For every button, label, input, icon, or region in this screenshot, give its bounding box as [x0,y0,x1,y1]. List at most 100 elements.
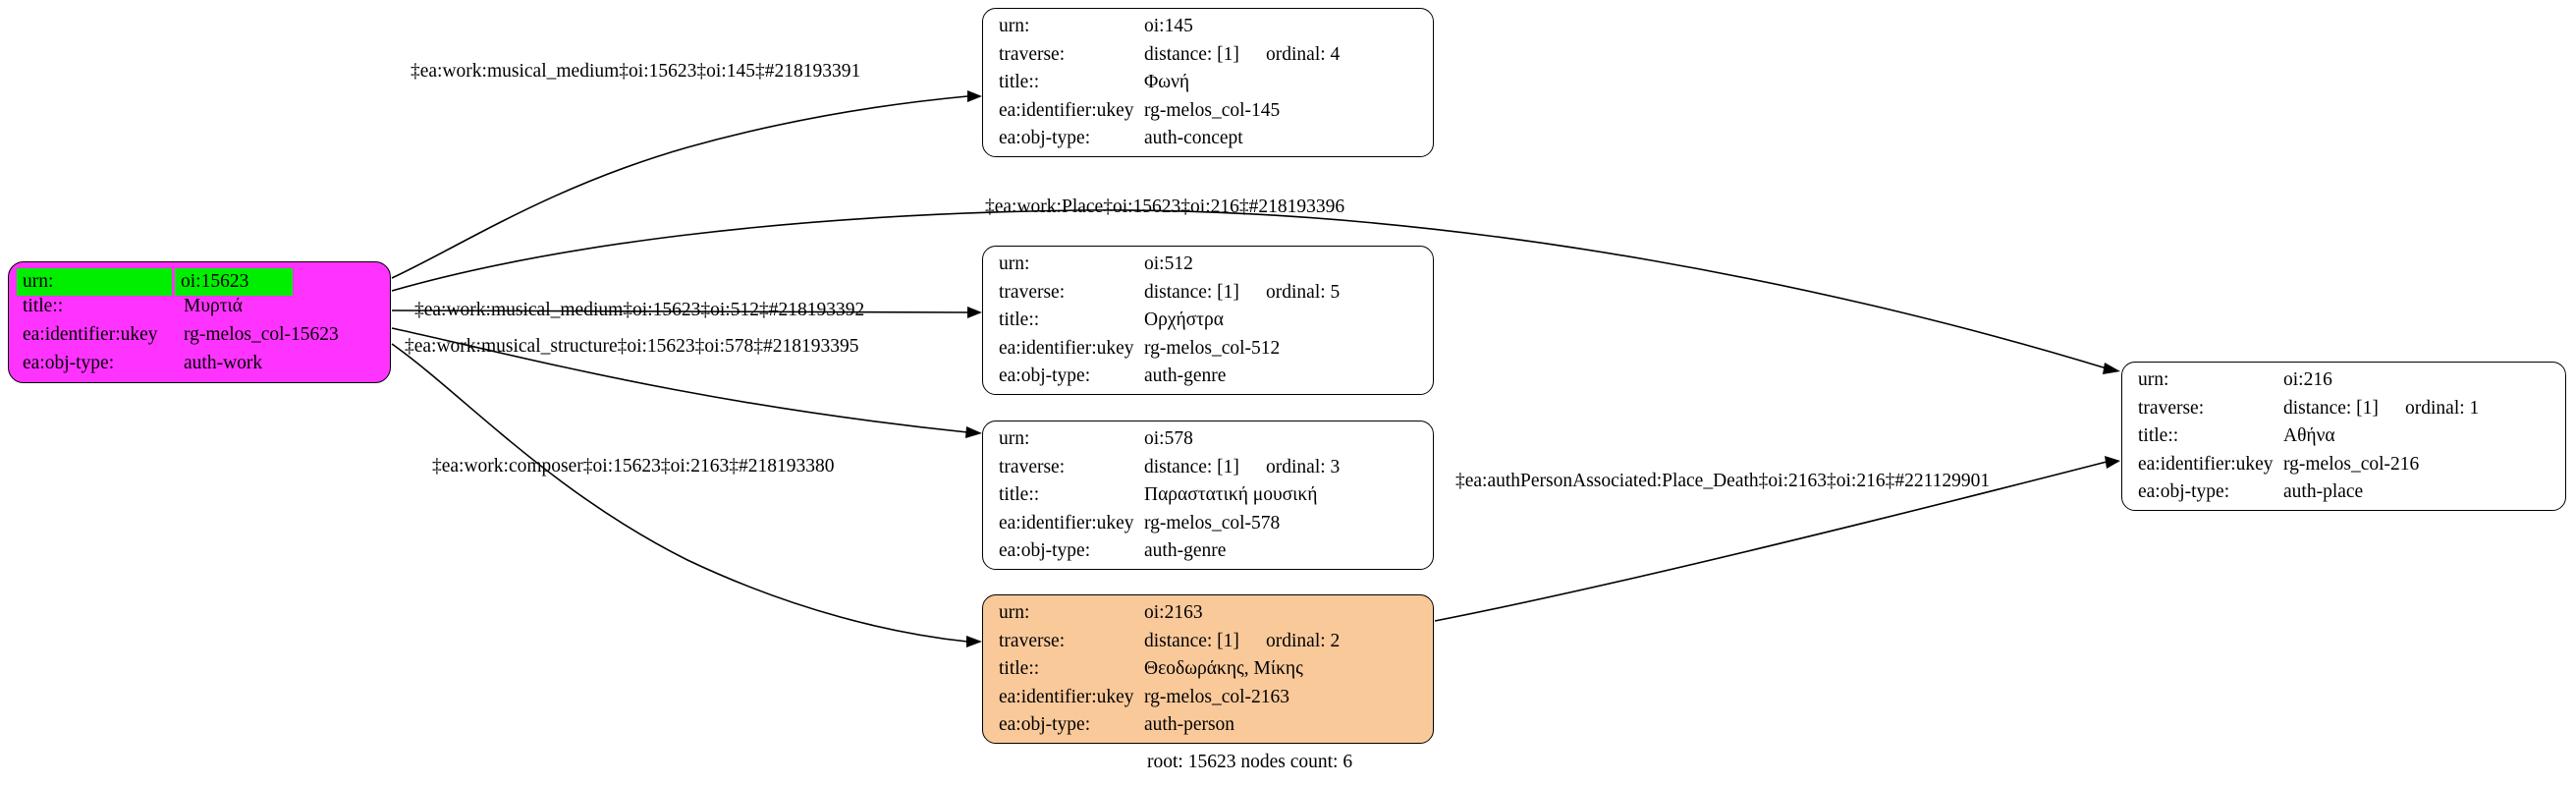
node-root-oi-15623[interactable]: urn: oi:15623 title:: Μυρτιά ea:identifi… [8,261,391,383]
field-value-ukey: rg-melos_col-578 [1144,512,1281,533]
traverse-ordinal: ordinal: 1 [2405,397,2480,419]
edge-root-to-145 [391,95,968,279]
node-row-objtype: ea:obj-type: auth-genre [999,366,1419,395]
field-value-ukey: rg-melos_col-2163 [1144,686,1290,707]
field-value-urn: oi:578 [1144,428,1193,449]
field-label-objtype: ea:obj-type: [2138,481,2230,503]
field-label-urn: urn: [999,602,1030,623]
field-value-title: Φωνή [1144,72,1190,93]
node-oi-145[interactable]: urn: oi:145 traverse: distance: [1]ordin… [982,8,1434,157]
field-label-title: title:: [2138,425,2179,447]
node-row-ukey: ea:identifier:ukey rg-melos_col-2163 [999,688,1419,716]
edge-label-musical-structure-578: ‡ea:work:musical_structure‡oi:15623‡oi:5… [405,336,859,357]
edge-label-place-death-216: ‡ea:authPersonAssociated:Place_Death‡oi:… [1455,471,1991,491]
node-row-traverse: traverse: distance: [1]ordinal: 3 [999,456,1419,486]
field-value-objtype: auth-concept [1144,128,1243,149]
node-row-urn: urn: oi:145 [999,17,1419,45]
field-label-ukey: ea:identifier:ukey [999,512,1134,533]
field-value-traverse: distance: [1]ordinal: 2 [1144,630,1340,651]
field-value-title: Αθήνα [2283,425,2335,447]
node-row-title: title:: Μυρτιά [17,297,382,325]
node-row-objtype: ea:obj-type: auth-work [17,354,382,382]
node-row-objtype: ea:obj-type: auth-genre [999,541,1419,570]
edge-root-to-2163 [391,343,968,643]
field-label-urn: urn: [999,253,1030,274]
traverse-distance: distance: [1] [1144,630,1239,651]
node-row-urn: urn: oi:512 [999,254,1419,283]
node-row-title: title:: Παραστατική μουσική [999,485,1419,514]
field-value-ukey: rg-melos_col-15623 [184,324,339,345]
field-value-urn: oi:2163 [1144,602,1203,623]
node-row-traverse: traverse: distance: [1] ordinal: 1 [2138,397,2551,427]
field-value-traverse: distance: [1]ordinal: 3 [1144,456,1341,477]
node-row-ukey: ea:identifier:ukey rg-melos_col-216 [2138,455,2551,483]
node-oi-2163[interactable]: urn: oi:2163 traverse: distance: [1]ordi… [982,594,1434,744]
node-row-objtype: ea:obj-type: auth-place [2138,482,2551,511]
field-label-traverse: traverse: [999,43,1066,65]
field-value-title: Ορχήστρα [1144,309,1224,331]
field-value-ukey: rg-melos_col-145 [1144,99,1281,121]
field-value-objtype: auth-genre [1144,540,1227,562]
edge-arrow-216-top [2103,363,2120,374]
field-label-objtype: ea:obj-type: [999,714,1091,736]
field-value-objtype: auth-person [1144,714,1235,736]
field-label-ukey: ea:identifier:ukey [999,99,1134,121]
field-label-urn: urn: [2138,369,2169,390]
node-row-title: title:: Θεοδωράκης, Μίκης [999,659,1419,688]
field-label-objtype: ea:obj-type: [999,540,1091,562]
node-row-objtype: ea:obj-type: auth-person [999,715,1419,744]
node-row-urn: urn: oi:15623 [17,268,382,297]
field-label-traverse: traverse: [999,630,1066,651]
edge-arrow-512 [967,307,982,318]
traverse-distance: distance: [1] [1144,43,1239,65]
node-row-urn: urn: oi:2163 [999,603,1419,632]
node-row-traverse: traverse: distance: [1]ordinal: 4 [999,43,1419,74]
field-label-title: title:: [999,309,1040,331]
field-value-traverse: distance: [1] ordinal: 1 [2283,397,2480,419]
node-row-title: title:: Αθήνα [2138,426,2551,455]
node-oi-578[interactable]: urn: oi:578 traverse: distance: [1]ordin… [982,421,1434,570]
graph-caption: root: 15623 nodes count: 6 [1147,752,1353,772]
field-value-urn: oi:512 [1144,253,1193,274]
node-oi-512[interactable]: urn: oi:512 traverse: distance: [1]ordin… [982,246,1434,395]
field-value-urn: oi:216 [2283,369,2332,390]
node-row-ukey: ea:identifier:ukey rg-melos_col-15623 [17,325,382,354]
edge-arrow-2163 [966,636,982,647]
field-label-urn: urn: [999,16,1030,36]
field-label-ukey: ea:identifier:ukey [999,686,1134,707]
edge-arrow-578 [965,426,982,438]
field-value-title: Παραστατική μουσική [1144,484,1318,506]
field-value-ukey: rg-melos_col-512 [1144,337,1281,359]
edge-arrow-145 [967,90,982,102]
node-oi-216[interactable]: urn: oi:216 traverse: distance: [1] ordin… [2121,362,2566,511]
edge-label-work-place-216: ‡ea:work:Place‡oi:15623‡oi:216‡#21819339… [985,196,1345,217]
field-label-traverse: traverse: [2138,397,2205,419]
field-value-traverse: distance: [1] ordinal: 5 [1144,281,1341,303]
field-label-urn: urn: [17,268,172,296]
node-row-ukey: ea:identifier:ukey rg-melos_col-145 [999,101,1419,130]
field-label-ukey: ea:identifier:ukey [2138,453,2274,475]
edge-label-musical-medium-512: ‡ea:work:musical_medium‡oi:15623‡oi:512‡… [414,300,865,320]
traverse-ordinal: ordinal: 3 [1266,456,1341,477]
field-value-objtype: auth-work [184,353,263,373]
field-label-ukey: ea:identifier:ukey [999,337,1134,359]
field-label-traverse: traverse: [999,456,1066,477]
node-row-traverse: traverse: distance: [1]ordinal: 2 [999,630,1419,660]
field-label-objtype: ea:obj-type: [999,365,1091,387]
node-row-urn: urn: oi:578 [999,429,1419,458]
node-row-ukey: ea:identifier:ukey rg-melos_col-512 [999,339,1419,367]
field-label-objtype: ea:obj-type: [999,128,1091,149]
node-row-title: title:: Ορχήστρα [999,310,1419,339]
edge-arrow-216-bottom [2105,456,2120,469]
edge-label-musical-medium-145: ‡ea:work:musical_medium‡oi:15623‡oi:145‡… [411,61,861,82]
node-row-objtype: ea:obj-type: auth-concept [999,129,1419,157]
field-value-objtype: auth-place [2283,481,2364,503]
traverse-distance: distance: [1] [2283,397,2379,419]
traverse-ordinal: ordinal: 5 [1266,281,1341,303]
node-row-urn: urn: oi:216 [2138,370,2551,399]
field-value-title: Θεοδωράκης, Μίκης [1144,658,1303,680]
field-value-traverse: distance: [1]ordinal: 4 [1144,43,1340,65]
field-label-title: title:: [999,484,1040,506]
traverse-distance: distance: [1] [1144,281,1239,303]
field-value-ukey: rg-melos_col-216 [2283,453,2420,475]
